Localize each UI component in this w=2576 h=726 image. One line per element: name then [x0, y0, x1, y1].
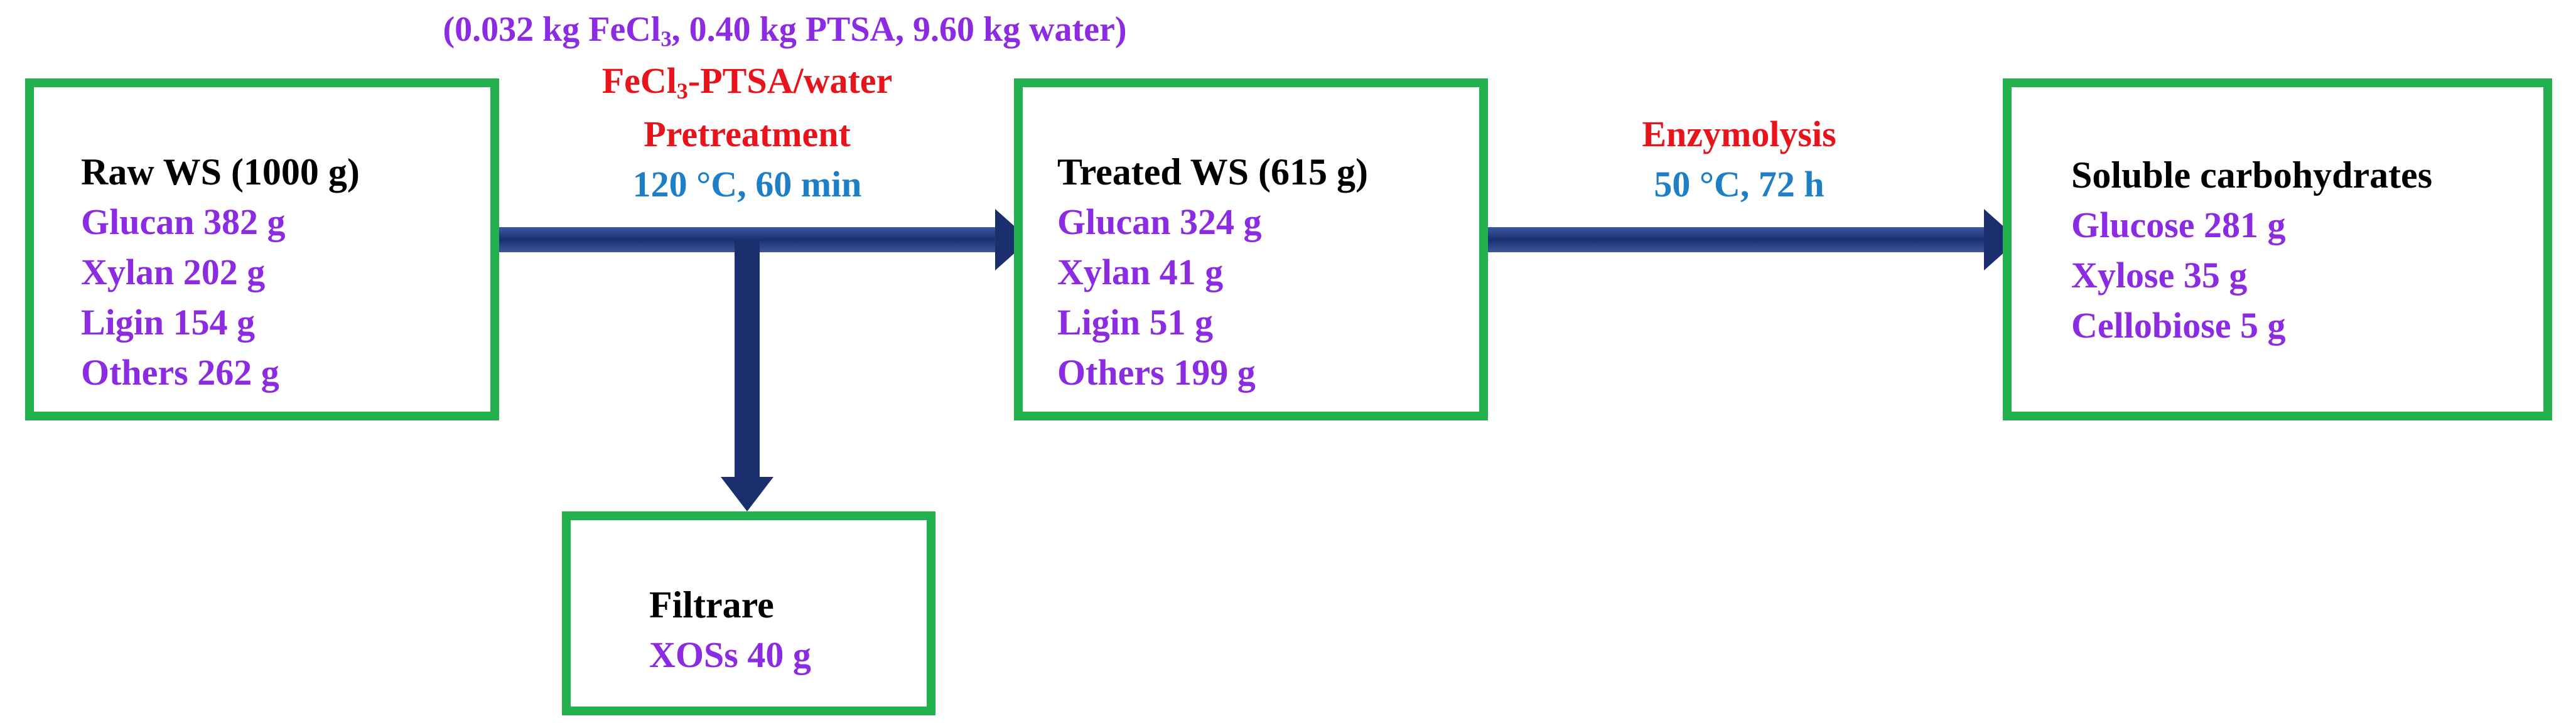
treated-ws-title: Treated WS (615 g) [1057, 151, 1368, 193]
treated-ws-box: Treated WS (615 g) Glucan 324 g Xylan 41… [1014, 78, 1488, 420]
enzymolysis-name-label: Enzymolysis [1642, 114, 1836, 154]
soluble-carbohydrates-item: Cellobiose 5 g [2071, 305, 2286, 346]
pretreatment-name-label: FeCl3-PTSA/water [601, 60, 893, 104]
filtrate-title: Filtrare [649, 584, 774, 626]
pretreatment-conditions-label: 120 °C, 60 min [632, 164, 862, 205]
raw-ws-item: Xylan 202 g [81, 252, 266, 292]
treated-ws-item: Xylan 41 g [1057, 252, 1224, 292]
raw-ws-item: Others 262 g [81, 352, 279, 393]
treated-ws-item: Ligin 51 g [1057, 302, 1214, 343]
soluble-carbohydrates-title: Soluble carbohydrates [2071, 154, 2433, 196]
arrow-raw-to-treated [499, 209, 1030, 270]
soluble-carbohydrates-item: Glucose 281 g [2071, 205, 2286, 245]
soluble-carbohydrates-item: Xylose 35 g [2071, 255, 2248, 296]
arrow-down-to-filtrate [721, 240, 773, 511]
soluble-carbohydrates-box: Soluble carbohydrates Glucose 281 g Xylo… [2003, 78, 2552, 420]
enzymolysis-conditions-label: 50 °C, 72 h [1654, 164, 1824, 205]
treated-ws-item: Glucan 324 g [1057, 201, 1262, 242]
filtrate-box: Filtrare XOSs 40 g [562, 511, 935, 715]
raw-ws-item: Ligin 154 g [81, 302, 256, 343]
raw-ws-box: Raw WS (1000 g) Glucan 382 g Xylan 202 g… [25, 78, 499, 420]
filtrate-item: XOSs 40 g [649, 634, 811, 675]
treated-ws-item: Others 199 g [1057, 352, 1256, 393]
raw-ws-item: Glucan 382 g [81, 201, 286, 242]
pretreatment-reagents-label: (0.032 kg FeCl3, 0.40 kg PTSA, 9.60 kg w… [443, 10, 1127, 51]
arrow-treated-to-soluble [1488, 209, 2018, 270]
pretreatment-name-line2: Pretreatment [644, 114, 851, 154]
raw-ws-title: Raw WS (1000 g) [81, 151, 360, 193]
